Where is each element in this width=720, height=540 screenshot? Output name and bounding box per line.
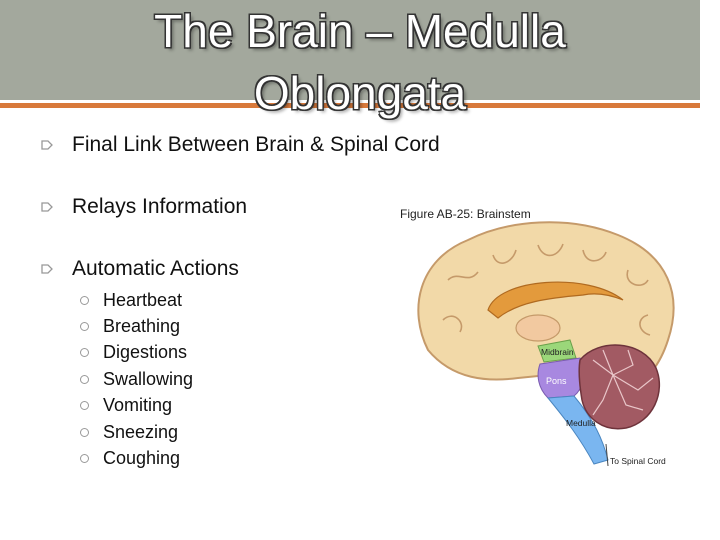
cerebellum-shape bbox=[578, 344, 661, 430]
sub-bullet-text: Swallowing bbox=[103, 368, 194, 389]
figure-caption: Figure AB-25: Brainstem bbox=[400, 207, 531, 221]
circle-bullet-icon bbox=[80, 374, 89, 384]
thalamus bbox=[515, 314, 561, 342]
sub-bullet-item: Digestions bbox=[80, 340, 193, 366]
spinal-cord-arrow bbox=[605, 443, 609, 467]
sub-bullet-text: Sneezing bbox=[103, 421, 179, 442]
slide-title: The Brain – Medulla Oblongata bbox=[0, 0, 720, 124]
sub-bullet-text: Breathing bbox=[103, 316, 181, 337]
bullet-icon bbox=[41, 202, 53, 212]
corpus-callosum bbox=[487, 281, 624, 319]
sub-bullet-item: Sneezing bbox=[80, 419, 193, 445]
sub-bullet-text: Coughing bbox=[103, 448, 181, 469]
sub-bullet-item: Vomiting bbox=[80, 393, 193, 419]
pons-label: Pons bbox=[546, 376, 567, 386]
title-line-2: Oblongata bbox=[253, 67, 467, 119]
sub-bullet-item: Coughing bbox=[80, 445, 193, 471]
cortex-folds bbox=[442, 243, 651, 336]
title-bar bbox=[0, 0, 700, 100]
midbrain-label: Midbrain bbox=[541, 347, 574, 357]
sub-bullet-item: Breathing bbox=[80, 313, 193, 339]
bullet-text: Relays Information bbox=[72, 195, 248, 218]
sub-bullet-item: Swallowing bbox=[80, 366, 193, 392]
midbrain-shape bbox=[537, 339, 577, 363]
sub-bullet-item: Heartbeat bbox=[80, 287, 193, 313]
spinal-cord-label: To Spinal Cord bbox=[610, 456, 666, 466]
circle-bullet-icon bbox=[80, 454, 89, 464]
circle-bullet-icon bbox=[80, 322, 89, 332]
circle-bullet-icon bbox=[80, 401, 89, 411]
circle-bullet-icon bbox=[80, 348, 89, 358]
sub-bullet-list: Heartbeat Breathing Digestions Swallowin… bbox=[80, 287, 193, 472]
cerebellum-folia bbox=[592, 349, 654, 416]
sub-bullet-text: Heartbeat bbox=[103, 289, 183, 310]
bullet-item: Relays Information bbox=[40, 195, 247, 219]
circle-bullet-icon bbox=[80, 295, 89, 305]
title-line-1: The Brain – Medulla bbox=[154, 5, 566, 57]
bullet-text: Automatic Actions bbox=[72, 257, 239, 280]
bullet-item: Final Link Between Brain & Spinal Cord bbox=[40, 133, 440, 157]
circle-bullet-icon bbox=[80, 427, 89, 437]
brainstem-figure: Figure AB-25: Brainstem Midbrain Pons Me… bbox=[400, 207, 675, 467]
sub-bullet-text: Vomiting bbox=[103, 395, 173, 416]
bullet-item: Automatic Actions bbox=[40, 257, 239, 281]
title-accent-line bbox=[0, 103, 700, 108]
bullet-text: Final Link Between Brain & Spinal Cord bbox=[72, 133, 440, 156]
bullet-icon bbox=[41, 140, 53, 150]
medulla-label: Medulla bbox=[566, 418, 596, 428]
sub-bullet-text: Digestions bbox=[103, 342, 188, 363]
bullet-icon bbox=[41, 264, 53, 274]
